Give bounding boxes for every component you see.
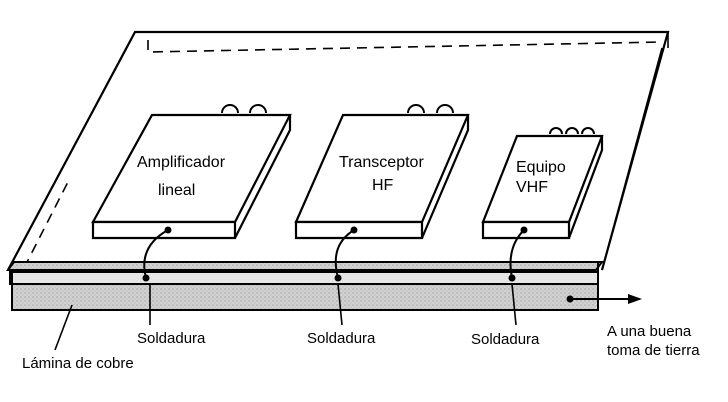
copper-strip [6,261,604,311]
amplifier-ground-wire [143,229,169,279]
vhf-label-line1: Equipo [516,159,566,176]
ground-arrow [566,294,642,304]
amplifier-label-line1: Amplificador [137,154,226,171]
table-left-edge-dashed [23,177,71,269]
solder-label-1: Soldadura [137,330,206,347]
ground-label-line2: toma de tierra [607,342,700,359]
transceiver-ground-wire [334,229,355,279]
copper-sheet-leader [54,304,73,351]
ground-label-line1: A una buena [607,323,692,340]
amplifier-device: Amplificador lineal [91,104,292,282]
transceiver-label-line1: Transceptor [339,154,424,171]
transceiver-device: Transceptor HF [294,104,470,282]
vhf-label-line2: VHF [516,179,548,196]
connector-knob-icon [549,127,595,135]
connector-knob-icon [407,104,454,114]
solder-label-3: Soldadura [471,331,540,348]
table-back-edge-dashed [147,40,663,53]
arrow-right-icon [628,294,642,304]
table-board [7,30,670,271]
vhf-device: Equipo VHF [481,127,604,282]
vhf-ground-wire [509,229,525,279]
solder-label-2: Soldadura [307,330,376,347]
copper-sheet-label: Lámina de cobre [22,355,134,372]
amplifier-label-line2: lineal [158,182,195,199]
solder-leaders [54,283,517,351]
connector-knob-icon [221,104,267,114]
transceiver-label-line2: HF [372,177,394,194]
